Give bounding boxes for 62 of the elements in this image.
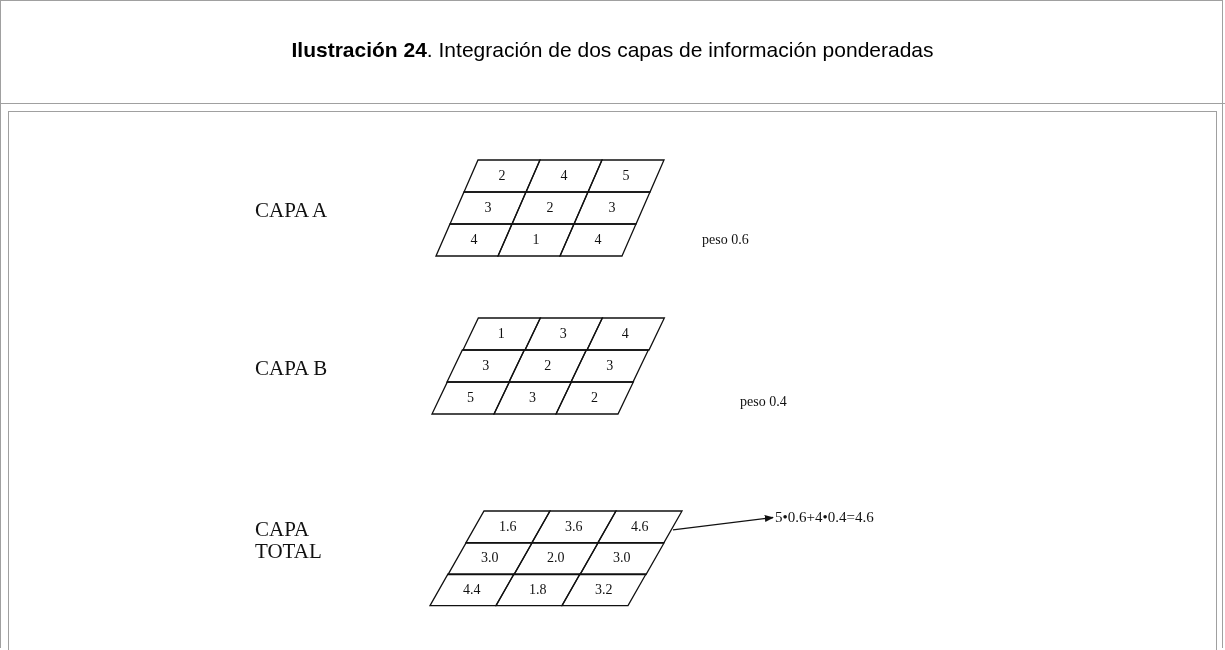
cell-value: 3 — [482, 358, 490, 374]
cell-value: 5 — [622, 168, 630, 184]
cell-value: 3 — [559, 326, 567, 342]
grid-cell — [430, 574, 514, 606]
cell-value: 2.0 — [547, 550, 565, 567]
weight-label: peso 0.6 — [702, 232, 749, 247]
grid-cell — [447, 350, 525, 382]
cell-value: 3.2 — [595, 582, 613, 599]
formula-text: 5•0.6+4•0.4=4.6 — [775, 509, 874, 526]
cell-value: 2 — [544, 358, 552, 374]
grid-cell — [562, 574, 646, 606]
grid-cell — [509, 350, 587, 382]
cell-value: 3 — [529, 390, 536, 406]
layer-name: CAPA A — [255, 199, 328, 221]
grid-cell — [432, 382, 510, 414]
grid-cell — [532, 511, 616, 543]
grid-cell — [586, 318, 664, 350]
grid-cell — [498, 224, 574, 256]
cell-value: 1 — [532, 232, 540, 248]
grid-cell — [524, 318, 602, 350]
grid-cell — [588, 160, 664, 192]
cell-value: 3 — [608, 200, 616, 216]
cell-value: 1 — [497, 326, 505, 342]
grid-cell — [580, 542, 664, 575]
grid-cell — [464, 160, 540, 192]
cell-value: 4 — [621, 326, 629, 342]
grid-cell — [462, 318, 540, 350]
cell-value: 4 — [594, 232, 602, 248]
grid-cell — [556, 382, 634, 414]
cell-value: 4 — [560, 168, 568, 184]
cell-value: 3.0 — [613, 550, 631, 567]
grid-cell — [450, 192, 526, 224]
cell-value: 4 — [470, 232, 478, 248]
grid-cell — [526, 160, 602, 192]
grid-cell — [598, 511, 682, 543]
cell-value: 3 — [606, 358, 614, 374]
grid-cell — [494, 382, 572, 414]
cell-value: 4.4 — [463, 582, 481, 599]
figure-title: Ilustración 24. Integración de dos capas de información ponderadas — [290, 38, 935, 62]
cell-value: 3.0 — [481, 550, 499, 567]
grid-cell — [496, 574, 580, 606]
cell-value: 2 — [546, 200, 554, 216]
grid-cell — [560, 224, 636, 256]
layer-name: CAPA B — [255, 357, 328, 379]
weight-label: peso 0.4 — [740, 394, 787, 409]
layer-name: CAPA TOTAL — [255, 518, 323, 562]
grid-cell — [514, 542, 598, 575]
cell-value: 3.6 — [565, 518, 583, 535]
grid-cell — [571, 350, 649, 382]
grid-cell — [448, 542, 532, 575]
cell-value: 3 — [484, 200, 492, 216]
cell-value: 5 — [467, 390, 474, 406]
arrow — [672, 514, 774, 531]
grid-cell — [512, 192, 588, 224]
grid-cell — [574, 192, 650, 224]
cell-value: 2 — [591, 390, 598, 406]
cell-value: 2 — [498, 168, 506, 184]
cell-value: 4.6 — [631, 518, 649, 535]
cell-value: 1.6 — [499, 518, 517, 535]
cell-value: 1.8 — [529, 582, 547, 599]
grid-cell — [466, 511, 550, 543]
grid-cell — [436, 224, 512, 256]
